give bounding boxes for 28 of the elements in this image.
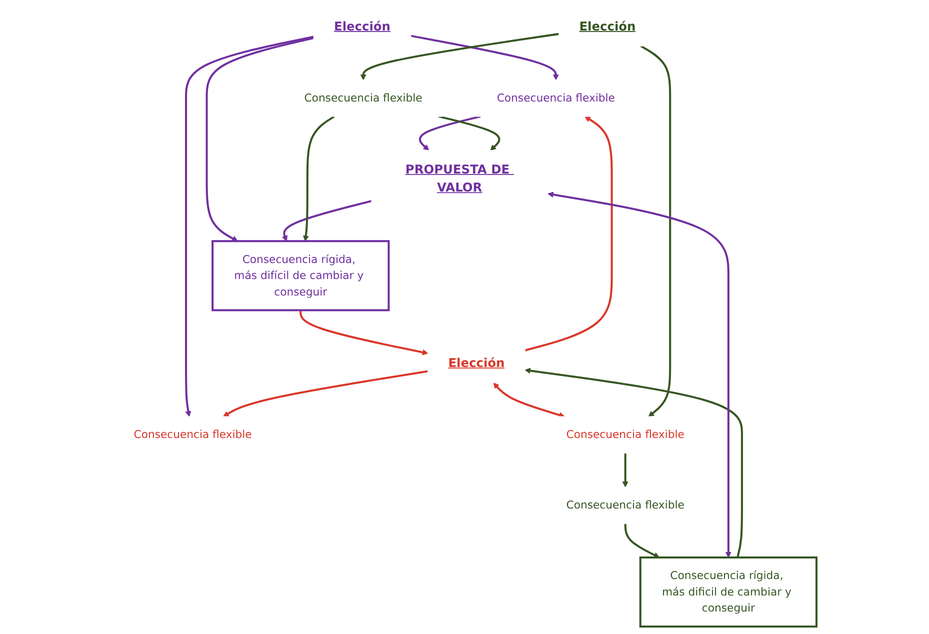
arrow (302, 116, 334, 242)
arrow (205, 37, 314, 242)
node-text: Elección (448, 356, 504, 371)
arrow (410, 34, 558, 80)
node-text: Elección (578, 20, 636, 34)
arrow (360, 32, 559, 80)
arrow (524, 116, 612, 352)
node-text: Elección (334, 20, 390, 34)
node-text: Consecuencia flexible (304, 91, 422, 104)
arrow (299, 310, 428, 356)
node-text: PROPUESTA DE VALOR (404, 162, 510, 196)
node-text: Consecuencia flexible (566, 498, 684, 512)
arrow (622, 453, 628, 488)
arrow (222, 370, 428, 417)
arrow (418, 116, 480, 151)
arrow (281, 200, 372, 242)
arrow (524, 368, 743, 558)
node-text: Consecuencia flexible (133, 428, 252, 441)
arrow (492, 382, 564, 418)
node-box: Consecuencia rígida, más difícil de cambiar y conseguir (211, 240, 390, 312)
arrow (547, 192, 731, 558)
node-box: Consecuencia rígida, más dificil de cambiar y conseguir (638, 556, 818, 628)
arrow (640, 45, 671, 417)
arrow (184, 36, 314, 417)
node-text: Consecuencia flexible (566, 428, 684, 441)
arrow (624, 524, 660, 558)
node-text: Consecuencia flexible (496, 91, 614, 104)
arrow (438, 116, 500, 151)
